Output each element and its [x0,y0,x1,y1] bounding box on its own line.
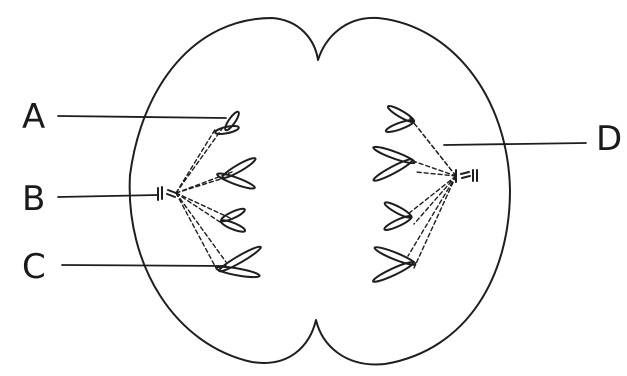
label-a: A [22,97,45,137]
right-chromatid-group-1 [385,104,416,134]
leader-line-d [444,143,586,145]
right-chromatid-group-4 [372,245,417,285]
left-chromatid-group-1 [215,110,241,135]
leader-line-a [58,116,226,118]
label-d: D [596,119,622,159]
cell-membrane [130,18,510,365]
leader-line-b [58,195,158,197]
label-c: C [22,247,46,287]
left-chromatid-group-3 [220,207,247,234]
left-centriole [158,187,176,200]
label-b: B [22,179,45,219]
right-centriole [456,170,477,182]
left-spindle-fibres [176,126,232,268]
right-spindle-fibres [408,118,456,268]
left-chromatid-group-2 [216,156,257,191]
left-chromatid-group-4 [216,244,263,279]
leader-line-c [62,265,226,266]
right-chromatid-group-3 [383,200,413,232]
right-chromatid-group-2 [372,144,416,183]
